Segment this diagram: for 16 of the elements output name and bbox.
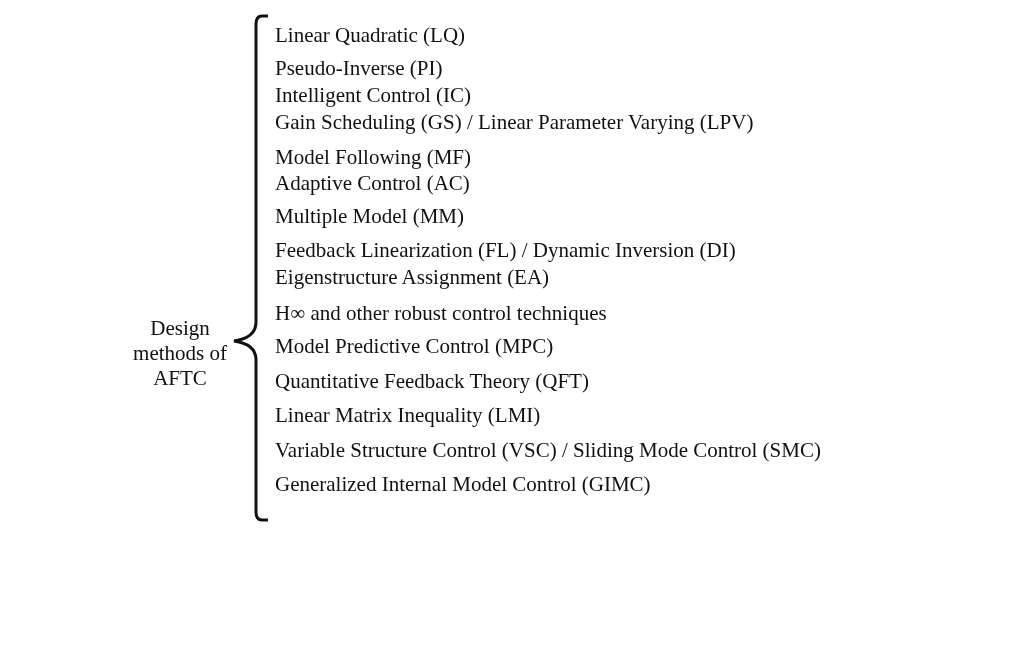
method-text: Intelligent Control (IC) [275,83,471,107]
method-text: Generalized Internal Model Control (GIMC) [275,472,651,496]
method-text: Adaptive Control (AC) [275,171,470,195]
method-text: Eigenstructure Assignment (EA) [275,265,550,289]
group-heading: Design methods of AFTC [132,316,228,391]
method-text: Model Following (MF) [275,145,471,169]
method-text: Pseudo-Inverse (PI) [275,56,443,80]
method-text: Variable Structure Control (VSC) / Sliding Mode Control (SMC) [275,438,821,462]
method-text: Linear Matrix Inequality (LMI) [275,403,541,427]
method-text: Model Predictive Control (MPC) [275,334,554,358]
method-text: Quantitative Feedback Theory (QFT) [275,369,589,393]
method-text: Linear Quadratic (LQ) [275,23,466,47]
method-text: Gain Scheduling (GS) / Linear Parameter Varying (LPV) [275,110,754,134]
method-text: Feedback Linearization (FL) / Dynamic Inversion (DI) [275,238,736,262]
method-text: H∞ and other robust control techniques [275,301,607,325]
method-text: Multiple Model (MM) [275,204,464,228]
